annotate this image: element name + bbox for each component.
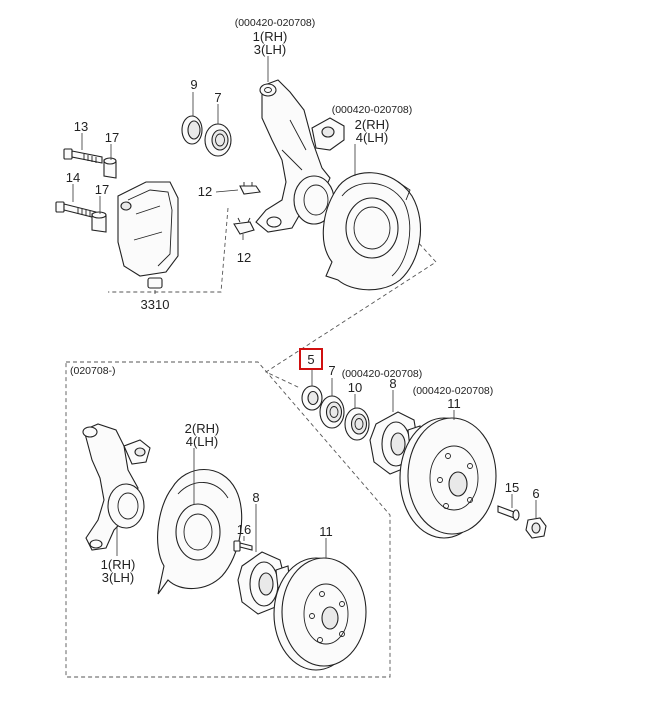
label-part-10: 10 [348, 380, 362, 395]
wheel-bearing-7-upper[interactable] [204, 123, 232, 157]
knuckle-period-label: (000420-020708) [235, 17, 316, 29]
brake-disc-11-mid[interactable] [399, 417, 497, 539]
group-outline-later-model [65, 361, 391, 678]
label-part-12-lower: 12 [237, 250, 251, 265]
shield-lh-label: 4(LH) [356, 130, 389, 145]
label-part-8-lower: 8 [252, 490, 259, 505]
label-part-13: 13 [74, 119, 88, 134]
dust-shield-lower[interactable] [157, 468, 243, 595]
later-knuckle-rh-label: 1(RH) [101, 557, 136, 572]
label-part-16: 16 [237, 522, 251, 537]
bolt-13[interactable] [63, 148, 103, 164]
dust-shield-upper[interactable] [322, 172, 421, 291]
steering-knuckle-lower[interactable] [82, 423, 151, 551]
label-part-3310: 3310 [141, 297, 170, 312]
label-part-9: 9 [190, 77, 197, 92]
disc-screw-15[interactable] [497, 505, 520, 521]
part-labels: (000420-020708) 1(RH) 3(LH) (000420-0207… [66, 17, 540, 585]
label-part-15: 15 [505, 480, 519, 495]
knuckle-lh-label: 3(LH) [254, 42, 287, 57]
later-shield-lh-label: 4(LH) [186, 434, 219, 449]
label-part-11-mid: 11 [447, 396, 461, 411]
knuckle-rh-label: 1(RH) [253, 29, 288, 44]
wheel-bearing-7-mid[interactable] [319, 395, 345, 429]
pad-clip-12-lower[interactable] [233, 217, 255, 235]
disc-period-label: (000420-020708) [413, 385, 494, 397]
later-knuckle-lh-label: 3(LH) [102, 570, 135, 585]
shield-rh-label: 2(RH) [355, 117, 390, 132]
group-outline-upper [108, 207, 437, 389]
later-shield-rh-label: 2(RH) [185, 421, 220, 436]
label-part-8-mid: 8 [389, 376, 396, 391]
label-part-14: 14 [66, 170, 80, 185]
label-part-5: 5 [307, 352, 314, 367]
wheel-bearing-10[interactable] [344, 407, 370, 441]
brake-caliper-3310[interactable] [117, 181, 179, 289]
steering-knuckle-upper[interactable] [255, 79, 345, 233]
later-period-label: (020708-) [70, 365, 116, 377]
bushing-17-lower[interactable] [91, 211, 107, 233]
hub-period-label: (000420-020708) [342, 368, 423, 380]
label-part-12-upper: 12 [198, 184, 212, 199]
oil-seal-9[interactable] [181, 115, 203, 145]
label-part-17-upper: 17 [105, 130, 119, 145]
leader-lines [72, 56, 537, 558]
hub-bolt-16[interactable] [233, 540, 253, 552]
brake-disc-11-lower[interactable] [273, 557, 367, 671]
highlight-box-part-5 [299, 348, 323, 370]
label-part-17-lower: 17 [95, 182, 109, 197]
pad-clip-12-upper[interactable] [239, 182, 261, 195]
bolt-14[interactable] [55, 201, 97, 219]
label-part-11-lower: 11 [319, 524, 333, 539]
bushing-17-upper[interactable] [103, 157, 117, 179]
label-part-7-upper: 7 [214, 90, 221, 105]
label-part-7-mid: 7 [328, 363, 335, 378]
shield-period-label: (000420-020708) [332, 104, 413, 116]
oil-seal-5[interactable] [301, 385, 323, 411]
label-part-6: 6 [532, 486, 539, 501]
hub-nut-6[interactable] [525, 517, 547, 539]
